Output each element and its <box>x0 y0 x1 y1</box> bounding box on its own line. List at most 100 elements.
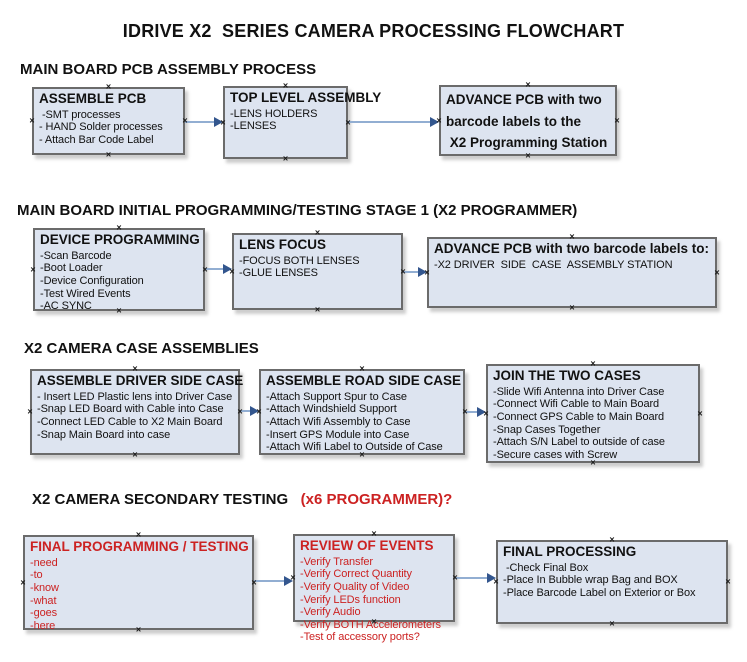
connector-arrow <box>185 121 216 123</box>
box-item: -Test of accessory ports? <box>300 631 420 644</box>
connector-arrow <box>465 411 479 413</box>
arrowhead-icon <box>250 406 259 416</box>
box-join-the-two-cases: JOIN THE TWO CASES -Slide Wifi Antenna in… <box>486 364 700 463</box>
connection-point-icon: × <box>525 150 531 161</box>
box-item: -what <box>30 594 57 607</box>
connection-point-icon: × <box>132 363 138 374</box>
box-review-of-events: REVIEW OF EVENTS-Verify Transfer-Verify … <box>293 534 455 643</box>
box-item: -GLUE LENSES <box>239 267 318 280</box>
box-item: -Secure cases with Screw <box>493 448 618 461</box>
connection-point-icon: × <box>462 406 468 417</box>
section-heading-text: MAIN BOARD PCB ASSEMBLY PROCESS <box>20 61 317 78</box>
box-item: -Attach Wifi Assembly to Case <box>266 416 411 429</box>
box-item: -Snap LED Board with Cable into Case <box>37 403 224 416</box>
box-item: -goes <box>30 607 58 620</box>
box-item: -Verify Audio <box>300 606 361 619</box>
box-title: ADVANCE PCB with two barcode labels to: <box>434 241 710 256</box>
section-heading-x2-camera-case-assemblies: X2 CAMERA CASE ASSEMBLIES <box>24 340 259 357</box>
arrowhead-icon <box>430 117 439 127</box>
connection-point-icon: × <box>697 407 703 418</box>
connection-point-icon: × <box>400 265 406 276</box>
connection-point-icon: × <box>569 231 575 242</box>
box-title: ASSEMBLE PCB <box>39 91 147 106</box>
connection-point-icon: × <box>105 149 112 160</box>
box-item: - Attach Bar Code Label <box>39 134 154 147</box>
box-final-processing: FINAL PROCESSING -Check Final Box-Place … <box>496 540 728 624</box>
box-item: -Device Configuration <box>40 275 144 288</box>
box-item: -FOCUS BOTH LENSES <box>239 254 360 267</box>
box-item: -Slide Wifi Antenna into Driver Case <box>493 385 665 398</box>
connection-point-icon: × <box>614 114 620 125</box>
connection-point-icon: × <box>424 266 430 277</box>
connection-point-icon: × <box>525 79 531 90</box>
connection-point-icon: × <box>116 222 122 233</box>
box-item: -SMT processes <box>39 108 121 121</box>
box-item: -Snap Main Board into case <box>37 428 171 441</box>
box-item: -Attach Wifi Label to Outside of Case <box>266 441 443 454</box>
box-item: -Scan Barcode <box>40 249 112 262</box>
box-item: -Attach S/N Label to outside of case <box>493 436 665 449</box>
connection-point-icon: × <box>359 449 365 460</box>
box-title: JOIN THE TWO CASES <box>493 368 641 383</box>
connector-arrow <box>205 268 225 270</box>
connection-point-icon: × <box>436 114 442 125</box>
box-item: -Test Wired Events <box>40 287 131 300</box>
box-item: -Boot Loader <box>40 262 103 275</box>
box-assemble-road-side-case: ASSEMBLE ROAD SIDE CASE-Attach Support S… <box>259 369 465 455</box>
box-lens-focus: LENS FOCUS-FOCUS BOTH LENSES-GLUE LENSES <box>232 233 403 310</box>
box-final-programming-testing: FINAL PROGRAMMING / TESTING -need-to-know… <box>23 535 254 632</box>
box-title: FINAL PROGRAMMING / TESTING <box>30 539 249 554</box>
box-assemble-driver-side-case: ASSEMBLE DRIVER SIDE CASE - Insert LED Pl… <box>30 369 244 455</box>
connection-point-icon: × <box>132 449 138 460</box>
box-item: -Verify Transfer <box>300 555 373 568</box>
connection-point-icon: × <box>30 263 36 274</box>
connection-point-icon: × <box>590 457 596 468</box>
box-title: ASSEMBLE DRIVER SIDE CASE <box>37 373 244 388</box>
box-item: -Verify LEDs function <box>300 593 401 606</box>
box-item: -LENS HOLDERS <box>230 107 318 120</box>
connection-point-icon: × <box>105 81 112 92</box>
box-item: -X2 DRIVER SIDE CASE ASSEMBLY STATION <box>434 258 673 271</box>
box-advance-pcb-with-two-barcode-labels-to: ADVANCE PCB with two barcode labels to: -… <box>427 237 717 308</box>
connection-point-icon: × <box>116 305 122 316</box>
box-device-programming: DEVICE PROGRAMMING -Scan Barcode-Boot Loa… <box>33 228 205 312</box>
connection-point-icon: × <box>282 153 289 164</box>
box-item: -Place Barcode Label on Exterior or Box <box>503 587 696 600</box>
box-item: - Insert LED Plastic lens into Driver Ca… <box>37 390 233 403</box>
connector-arrow <box>254 580 286 582</box>
arrowhead-icon <box>477 407 486 417</box>
connection-point-icon: × <box>371 528 377 539</box>
section-heading-main-board-pcb-assembly-process: MAIN BOARD PCB ASSEMBLY PROCESS <box>20 61 316 78</box>
box-title: TOP LEVEL ASSEMBLY <box>230 90 382 105</box>
box-top-level-assembly: TOP LEVEL ASSEMBLY-LENS HOLDERS-LENSES <box>223 86 382 159</box>
connection-point-icon: × <box>609 534 615 545</box>
connection-point-icon: × <box>314 227 321 238</box>
connector-arrow <box>240 410 252 412</box>
connection-point-icon: × <box>590 358 596 369</box>
connection-point-icon: × <box>282 80 289 91</box>
box-item: -Check Final Box <box>503 561 589 574</box>
box-item: -Snap Cases Together <box>493 423 601 436</box>
box-item: - HAND Solder processes <box>39 121 163 134</box>
box-item: -Connect Wifi Cable to Main Board <box>493 398 660 411</box>
box-item: -need <box>30 556 58 569</box>
box-item: -Place In Bubble wrap Bag and BOX <box>503 574 678 587</box>
box-item: -to <box>30 569 43 582</box>
arrowhead-icon <box>418 267 427 277</box>
connection-point-icon: × <box>725 576 731 587</box>
connection-point-icon: × <box>135 529 142 540</box>
connection-point-icon: × <box>27 406 33 417</box>
section-heading-suffix: (x6 PROGRAMMER)? <box>292 491 453 508</box>
box-title: DEVICE PROGRAMMING <box>40 232 200 247</box>
connection-point-icon: × <box>202 263 208 274</box>
box-item: X2 Programming Station <box>446 135 608 150</box>
box-item: -know <box>30 582 59 595</box>
arrowhead-icon <box>223 264 232 274</box>
connector-arrow <box>455 577 489 579</box>
connection-point-icon: × <box>237 406 243 417</box>
box-item: ADVANCE PCB with two <box>446 92 602 107</box>
connector-arrow <box>403 271 420 273</box>
connection-point-icon: × <box>182 115 188 126</box>
